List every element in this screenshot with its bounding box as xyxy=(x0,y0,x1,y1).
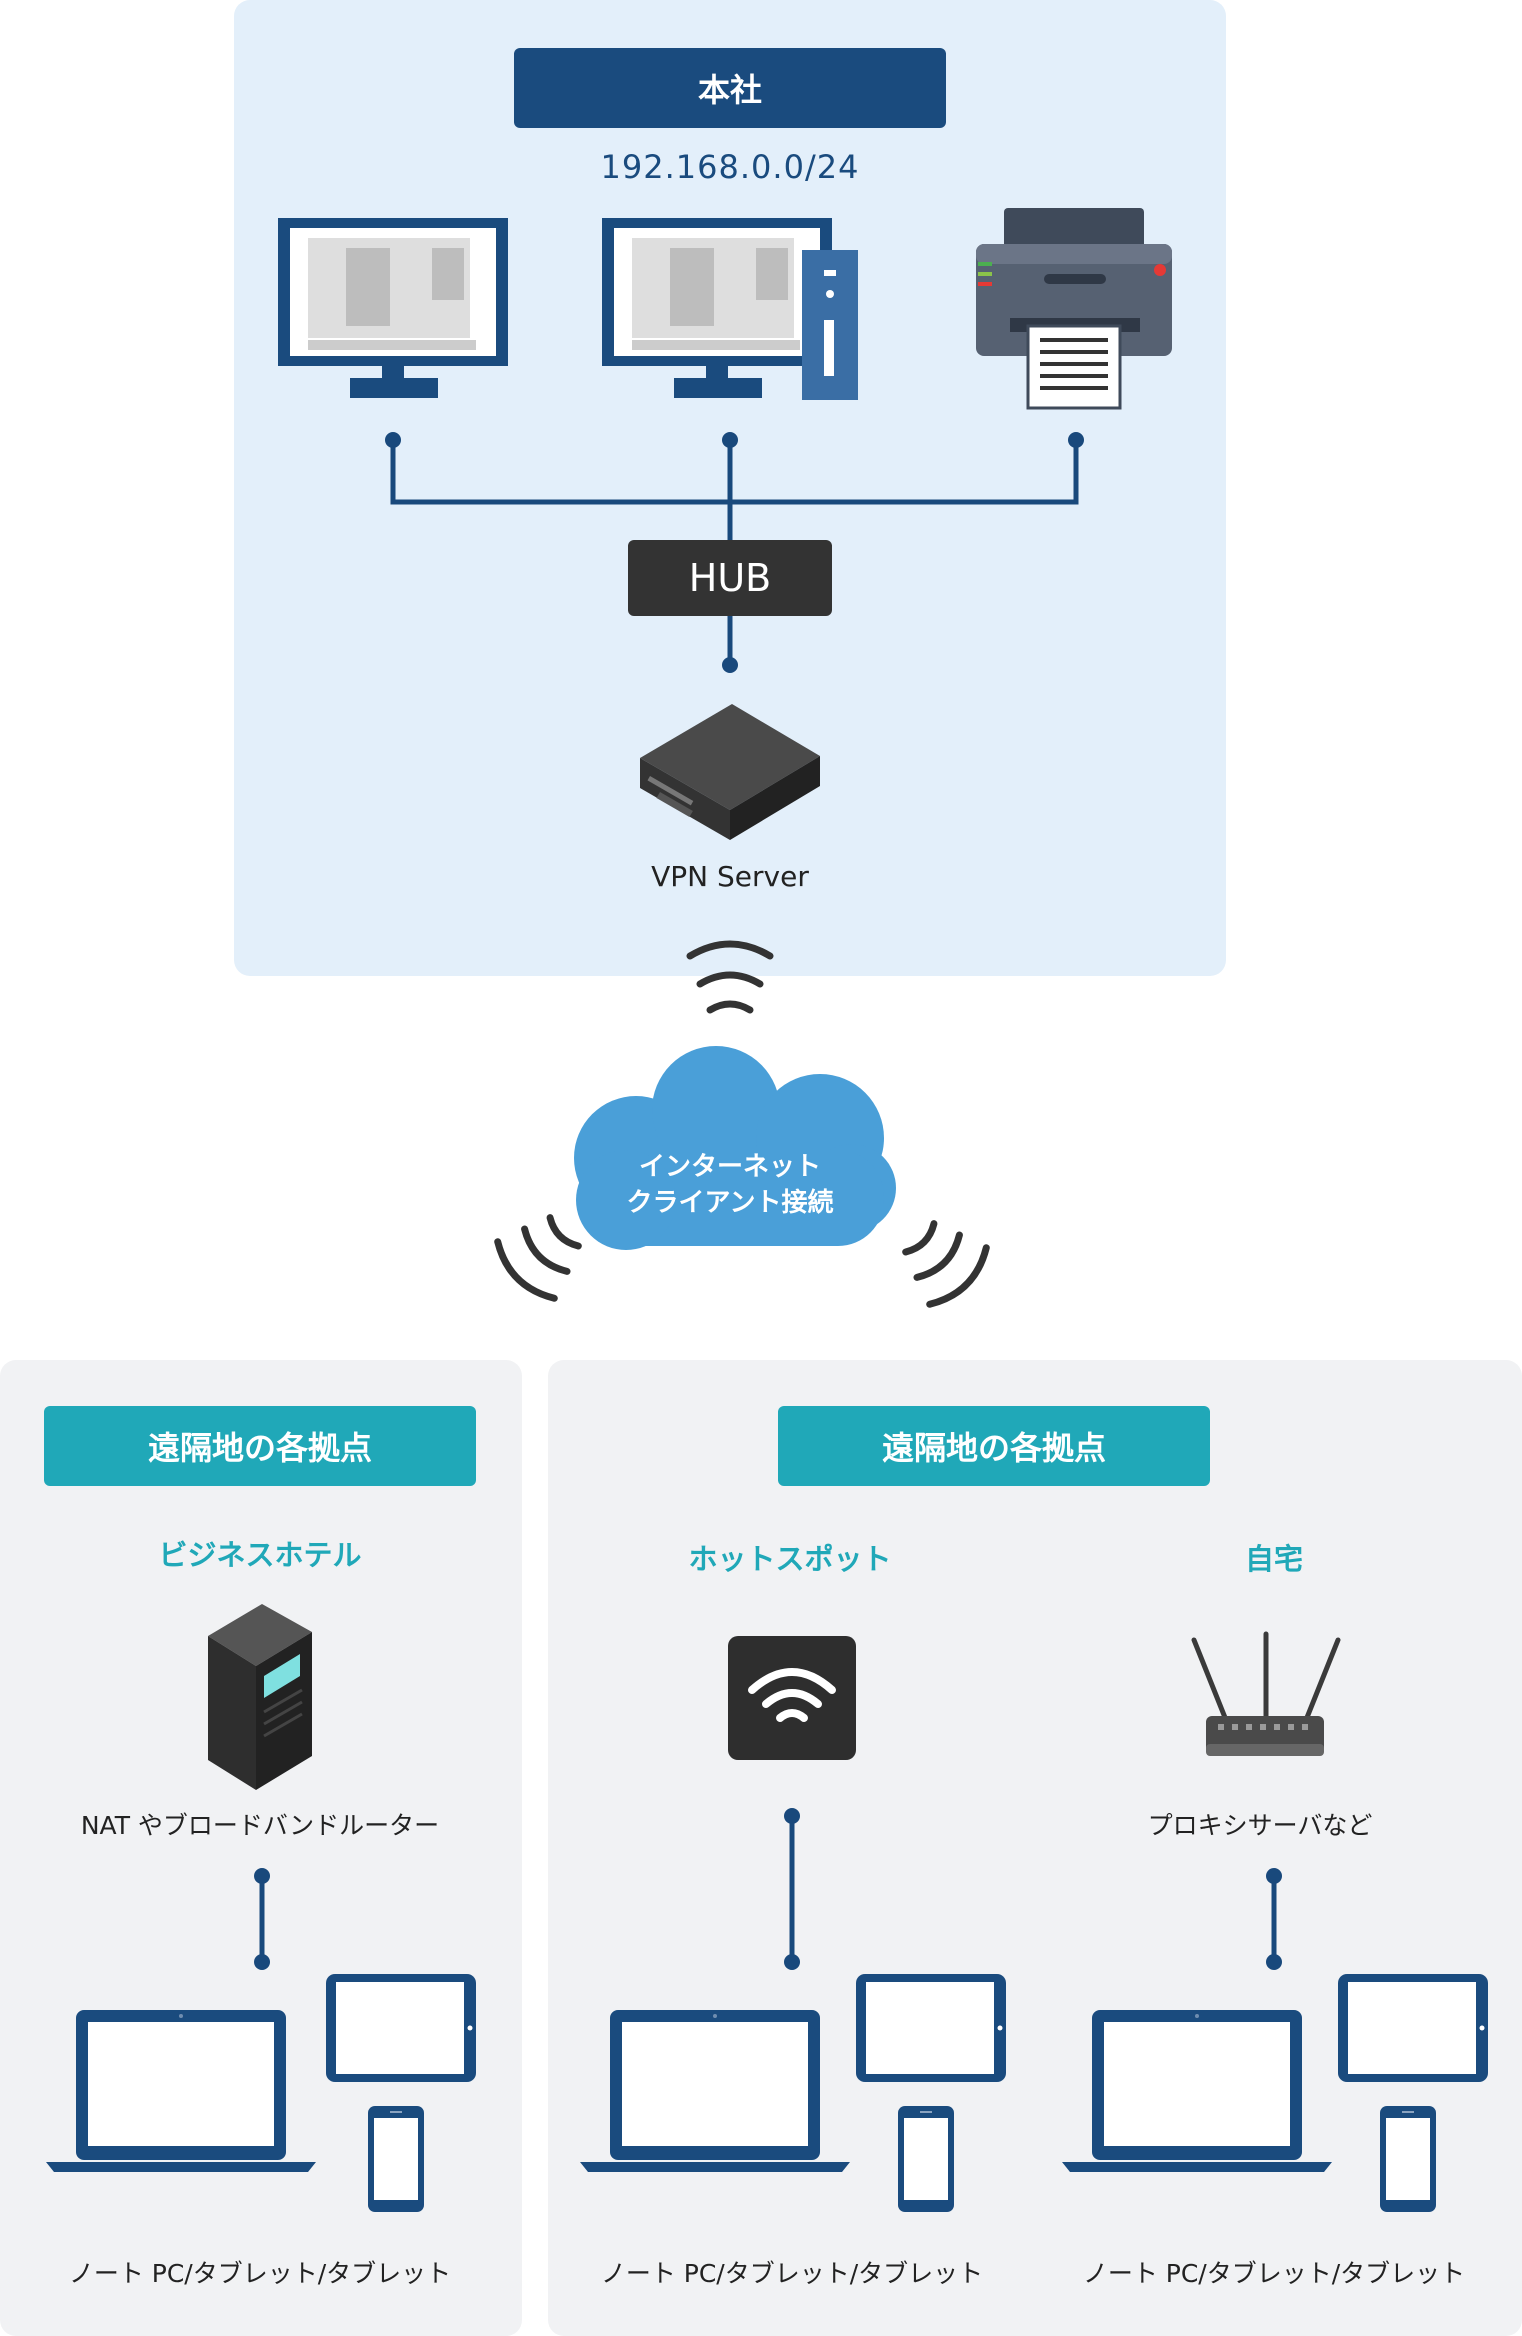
vpn-server-label: VPN Server xyxy=(651,860,809,893)
server-tower-icon xyxy=(208,1604,312,1790)
laptop-icon xyxy=(580,2010,850,2172)
hub-icon xyxy=(628,540,832,616)
tablet-icon xyxy=(856,1974,1006,2082)
tablet-icon xyxy=(326,1974,476,2082)
router-icon xyxy=(1191,1631,1341,1756)
cloud-label-line2: クライアント接続 xyxy=(626,1188,834,1218)
right-site-panel xyxy=(548,1360,1522,2336)
hotspot-location: ホットスポット xyxy=(688,1542,892,1576)
connection-dots xyxy=(385,432,1084,673)
hotspot-clients-label: ノート PC/タブレット/タブレット xyxy=(600,2259,984,2288)
tablet-icon xyxy=(1338,1974,1488,2082)
hq-subnet: 192.168.0.0/24 xyxy=(600,148,860,186)
cloud-label-line1: インターネット xyxy=(638,1152,821,1182)
right-site-title: 遠隔地の各拠点 xyxy=(778,1406,1210,1486)
cloud-icon xyxy=(574,1046,896,1250)
wireless-signal-icon xyxy=(892,1210,995,1313)
monitor-icon xyxy=(278,218,508,398)
wifi-hotspot-icon xyxy=(728,1636,856,1760)
hq-connection-lines xyxy=(390,440,1079,665)
smartphone-icon xyxy=(898,2106,954,2212)
smartphone-icon xyxy=(368,2106,424,2212)
home-device-label: プロキシサーバなど xyxy=(1147,1811,1373,1840)
left-site-title: 遠隔地の各拠点 xyxy=(44,1406,476,1486)
hub-label: HUB xyxy=(688,556,772,600)
home-location: 自宅 xyxy=(1244,1542,1303,1576)
smartphone-icon xyxy=(1380,2106,1436,2212)
left-site-device-label: NAT やブロードバンドルーター xyxy=(80,1811,440,1840)
printer-icon xyxy=(976,208,1172,410)
left-site-clients-label: ノート PC/タブレット/タブレット xyxy=(68,2259,452,2288)
server-icon xyxy=(640,704,820,840)
remote-connection-lines xyxy=(259,1816,1277,1962)
laptop-icon xyxy=(46,2010,316,2172)
desktop-pc-icon xyxy=(602,218,858,400)
wireless-signal-icon xyxy=(489,1204,592,1307)
left-site-location: ビジネスホテル xyxy=(158,1538,362,1572)
left-site-panel xyxy=(0,1360,522,2336)
home-clients-label: ノート PC/タブレット/タブレット xyxy=(1082,2259,1466,2288)
laptop-icon xyxy=(1062,2010,1332,2172)
hq-title: 本社 xyxy=(514,48,946,128)
